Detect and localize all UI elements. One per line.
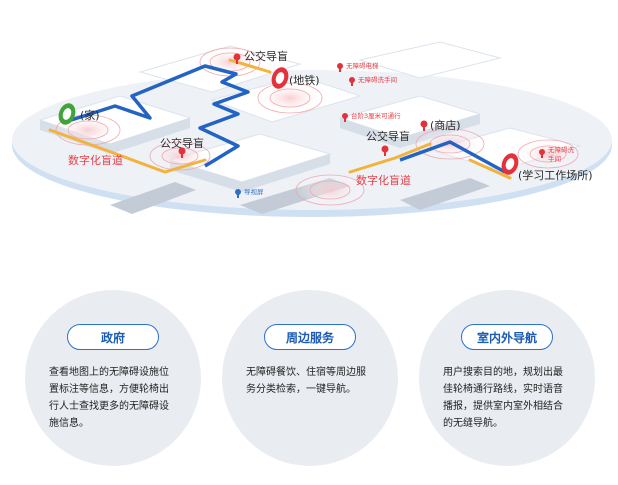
small-pins — [178, 53, 545, 158]
government-card: 政府 查看地图上的无障碍设施位置标注等信息，方便轮椅出行人士查找更多的无障碍设施… — [25, 290, 201, 466]
route-line — [64, 64, 250, 168]
home-label: (家) — [80, 109, 100, 122]
platform — [12, 70, 612, 210]
route-line-east — [399, 140, 506, 174]
restroom-label-2: 无障碍洗手间 — [548, 146, 574, 163]
digital-path-label-2: 数字化盲道 — [356, 174, 411, 187]
indoor-outdoor-nav-description: 用户搜索目的地，规划出最佳轮椅通行路线，实时语音播报，提供室内室外相结合的无缝导… — [443, 367, 563, 429]
bus-guide-label-1: 公交导盲 — [244, 50, 288, 63]
government-description: 查看地图上的无障碍设施位置标注等信息，方便轮椅出行人士查找更多的无障碍设施信息。 — [49, 367, 169, 429]
workplace-label: (学习工作场所) — [518, 169, 593, 182]
indoor-outdoor-nav-card: 室内外导航 用户搜索目的地，规划出最佳轮椅通行路线，实时语音播报，提供室内室外相… — [419, 290, 595, 466]
map-graphic — [12, 41, 612, 217]
bus-guide-label-2: 公交导盲 — [160, 137, 204, 150]
elevator-label: 无障碍电梯 — [346, 62, 379, 70]
shop-label: (商店) — [430, 119, 461, 132]
stairs-label: 台阶3厘米可通行 — [351, 112, 401, 120]
nearby-services-description: 无障碍餐饮、住宿等周边服务分类检索，一键导航。 — [246, 367, 366, 395]
navigation-map-illustration: 公交导盲 (地铁) (家) 公交导盲 公交导盲 (商店) (学习工作场所) 数字… — [12, 41, 612, 217]
tactile-paths — [48, 58, 512, 180]
subway-label: (地铁) — [289, 74, 320, 87]
nearby-services-card: 周边服务 无障碍餐饮、住宿等周边服务分类检索，一键导航。 — [222, 290, 398, 466]
home-pin-icon — [58, 103, 76, 125]
workplace-pin-icon — [501, 153, 519, 175]
digital-path-label-1: 数字化盲道 — [68, 154, 123, 167]
subway-pin-icon — [271, 67, 289, 89]
nearby-services-title: 周边服务 — [264, 324, 356, 350]
indoor-outdoor-nav-title: 室内外导航 — [461, 324, 553, 350]
government-title: 政府 — [67, 324, 159, 350]
guide-screen-label: 导视屏 — [244, 188, 264, 196]
guide-screen-pin-icon — [235, 189, 241, 198]
bus-guide-label-3: 公交导盲 — [366, 130, 410, 143]
restroom-label: 无障碍洗手间 — [358, 76, 397, 84]
